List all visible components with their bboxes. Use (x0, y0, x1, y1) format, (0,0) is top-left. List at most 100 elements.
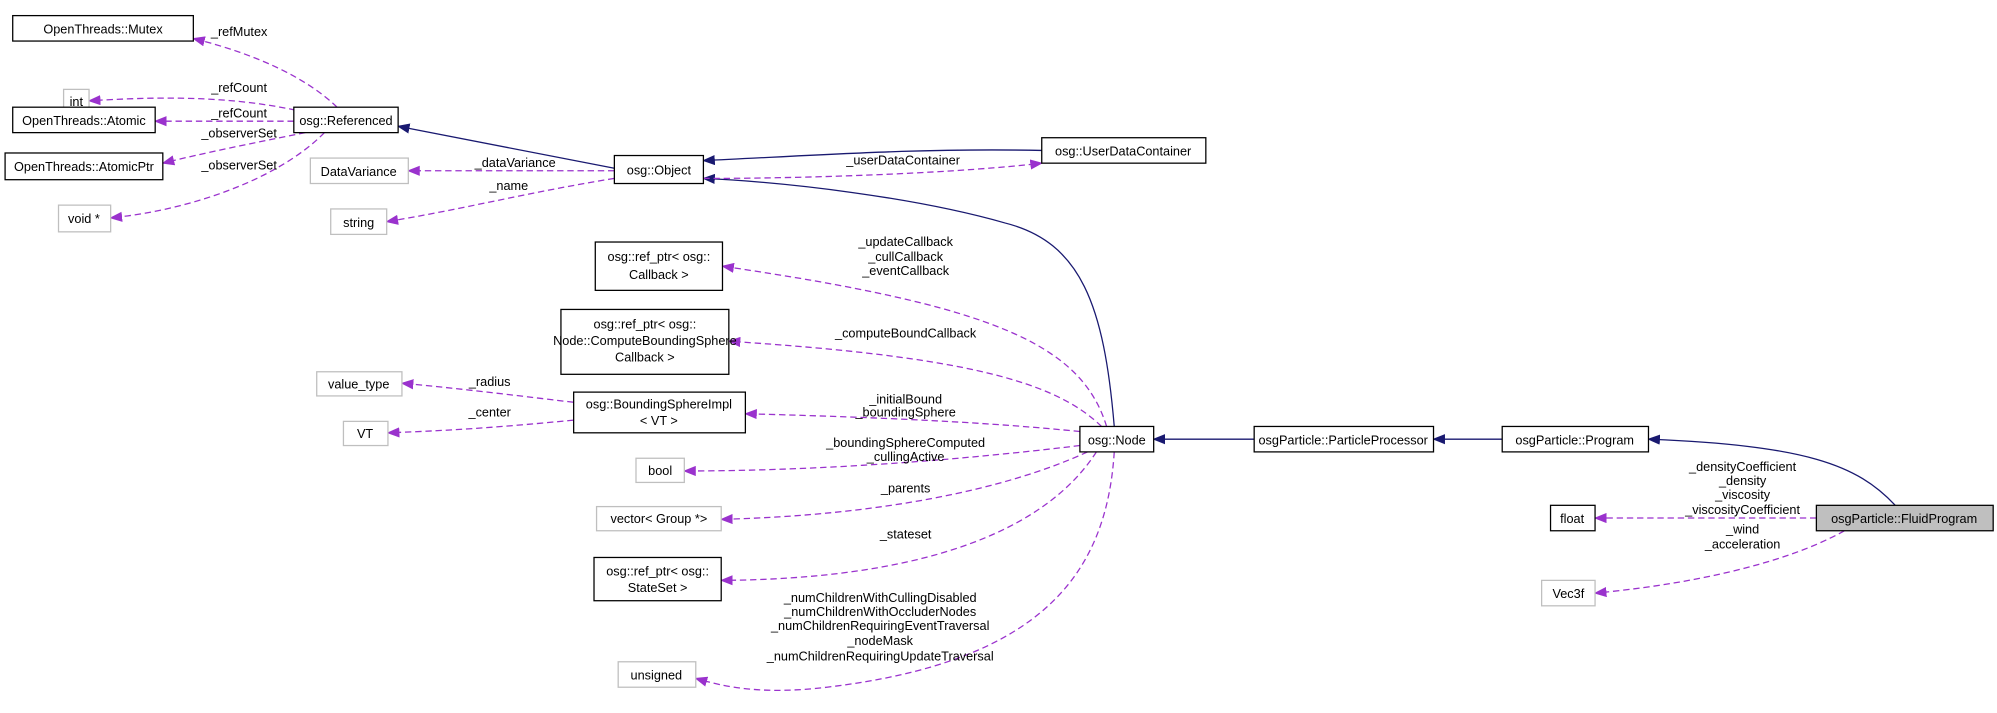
node-string: string (330, 208, 388, 236)
edge-object-referenced (396, 123, 615, 169)
node-stateset-ptr[interactable]: osg::ref_ptr< osg::StateSet > (593, 556, 722, 602)
node-label: osg::Object (627, 163, 692, 178)
edge-node-object (702, 173, 1115, 427)
edge-label: _stateset (879, 526, 932, 541)
edge-label: _cullingActive (866, 449, 945, 464)
node-label: osgParticle::Program (1515, 432, 1634, 447)
edge-label: _userDataContainer (845, 152, 960, 167)
node-voidptr: void * (57, 204, 112, 233)
node-value-type: value_type (316, 371, 403, 397)
edge-label: _parents (880, 481, 930, 496)
node-label: vector< Group *> (611, 511, 708, 526)
edge-label: _acceleration (1704, 537, 1781, 552)
edge-label: _updateCallback (857, 234, 953, 249)
node-label: void * (68, 211, 100, 226)
edge-label: _eventCallback (861, 263, 950, 278)
usage-edges (87, 36, 1845, 691)
inheritance-edges (396, 123, 1896, 506)
node-datavariance: DataVariance (309, 157, 409, 185)
edge-userdatacontainer (703, 159, 1044, 180)
edge-label: _viscosityCoefficient (1684, 502, 1800, 517)
edge-label: _refMutex (210, 24, 268, 39)
edge-label: _wind (1725, 521, 1759, 536)
edge-label: _viscosity (1714, 487, 1771, 502)
node-vt: VT (342, 420, 389, 447)
edge-label: _cullCallback (867, 249, 943, 264)
node-mutex[interactable]: OpenThreads::Mutex (12, 14, 194, 42)
node-label: Node::ComputeBoundingSphere (553, 333, 737, 348)
node-label: Callback > (629, 267, 689, 282)
edge-label: _computeBoundCallback (834, 325, 977, 340)
edge-bound (744, 408, 1080, 433)
node-userdatacontainer[interactable]: osg::UserDataContainer (1041, 137, 1207, 164)
node-vector: vector< Group *> (595, 505, 722, 532)
node-fluidprogram: osgParticle::FluidProgram (1815, 504, 1994, 532)
edge-label: _refCount (210, 80, 267, 95)
edge-label: _refCount (210, 105, 267, 120)
node-program[interactable]: osgParticle::Program (1501, 425, 1650, 453)
node-atomic[interactable]: OpenThreads::Atomic (12, 106, 156, 134)
edge-center (386, 419, 574, 438)
node-callback-ptr[interactable]: osg::ref_ptr< osg::Callback > (594, 241, 724, 291)
node-referenced[interactable]: osg::Referenced (293, 106, 399, 134)
node-label: unsigned (631, 668, 683, 683)
node-label: int (70, 94, 84, 109)
node-label: OpenThreads::Mutex (43, 21, 163, 36)
node-particleprocessor[interactable]: osgParticle::ParticleProcessor (1253, 425, 1435, 453)
edge-stateset (719, 451, 1097, 586)
node-label: < VT > (640, 413, 678, 428)
node-label: Callback > (615, 350, 675, 365)
edge-label: _initialBound (868, 392, 942, 407)
node-label: osgParticle::ParticleProcessor (1258, 432, 1428, 447)
node-label: VT (357, 426, 373, 441)
node-label: value_type (328, 376, 389, 391)
node-osg-node[interactable]: osg::Node (1079, 425, 1155, 453)
edge-label: _numChildrenRequiringEventTraversal (770, 618, 989, 633)
node-computebound-ptr[interactable]: osg::ref_ptr< osg::Node::ComputeBounding… (553, 308, 737, 375)
edge-labels: _refMutex _refCount _refCount _observerS… (200, 24, 1800, 664)
node-object[interactable]: osg::Object (613, 154, 705, 185)
node-label: osg::Referenced (299, 113, 392, 128)
node-label: StateSet > (628, 580, 688, 595)
node-boundingsphereimpl[interactable]: osg::BoundingSphereImpl< VT > (573, 391, 747, 434)
edge-name (385, 177, 615, 225)
edge-label: _observerSet (200, 158, 277, 173)
node-label: osg::ref_ptr< osg:: (594, 317, 697, 332)
edge-unsigned (694, 451, 1115, 691)
edge-observerset-void (109, 132, 325, 222)
node-label: bool (648, 463, 672, 478)
edge-label: _radius (468, 374, 511, 389)
edge-computebound (727, 336, 1102, 427)
edge-label: _center (468, 404, 512, 419)
edge-label: _numChildrenWithOccluderNodes (783, 604, 976, 619)
edge-label: _densityCoefficient (1688, 459, 1797, 474)
edge-observerset-atomicptr (161, 132, 306, 166)
edge-label: _boundingSphereComputed (825, 435, 985, 450)
edge-label: _numChildrenRequiringUpdateTraversal (766, 649, 994, 664)
node-atomicptr[interactable]: OpenThreads::AtomicPtr (4, 152, 164, 181)
edge-label: _boundingSphere (854, 404, 955, 419)
node-label: osg::UserDataContainer (1055, 144, 1192, 159)
node-vec3f: Vec3f (1540, 579, 1596, 607)
edge-label: _name (488, 178, 528, 193)
node-label: osg::Node (1088, 432, 1146, 447)
node-label: float (1560, 511, 1584, 526)
edge-label: _numChildrenWithCullingDisabled (783, 590, 977, 605)
edge-fluid-program (1647, 434, 1896, 506)
node-label: DataVariance (321, 164, 397, 179)
edge-udc-object (702, 149, 1042, 166)
node-bool: bool (635, 457, 685, 484)
edge-vec3f (1593, 530, 1845, 598)
edge-radius (400, 379, 574, 403)
node-label: osgParticle::FluidProgram (1831, 511, 1977, 526)
node-label: OpenThreads::Atomic (22, 113, 146, 128)
edge-label: _nodeMask (846, 633, 913, 648)
edge-bool (683, 444, 1080, 477)
node-label: osg::ref_ptr< osg:: (606, 563, 709, 578)
node-label: Vec3f (1552, 586, 1584, 601)
node-float: float (1549, 504, 1596, 532)
edge-label: _dataVariance (474, 155, 556, 170)
node-label: osg::ref_ptr< osg:: (608, 249, 711, 264)
edge-callbacks (721, 262, 1108, 427)
